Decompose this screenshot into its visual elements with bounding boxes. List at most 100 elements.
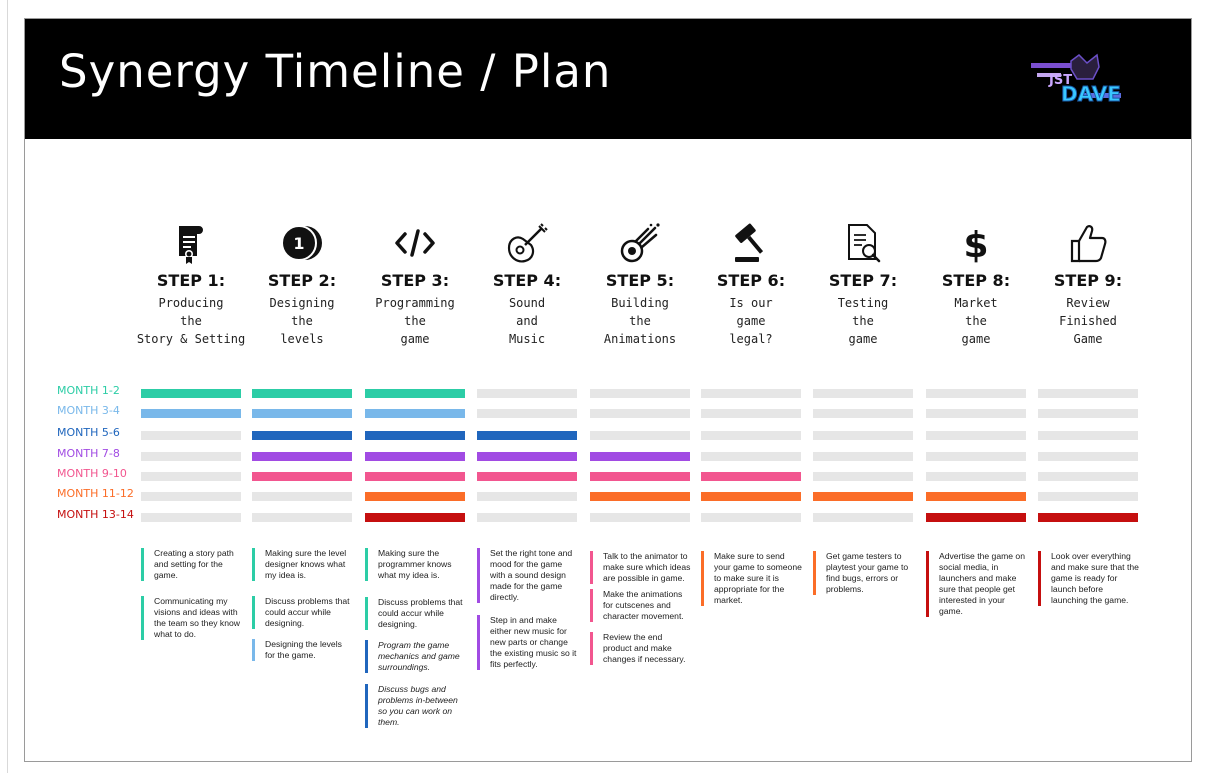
timeline-bar-active xyxy=(365,492,465,501)
step-note: Discuss problems that could accur while … xyxy=(365,597,467,630)
timeline-bar-empty xyxy=(701,513,801,522)
timeline-bar-empty xyxy=(1038,492,1138,501)
step-description: Programming the game xyxy=(375,296,455,346)
timeline-bar-active xyxy=(477,472,577,481)
step-note: Step in and make either new music for ne… xyxy=(477,615,579,670)
timeline-bar-empty xyxy=(1038,431,1138,440)
timeline-bar-empty xyxy=(701,452,801,461)
timeline-bar-empty xyxy=(926,452,1026,461)
step-note: Advertise the game on social media, in l… xyxy=(926,551,1028,617)
timeline-bar-empty xyxy=(701,409,801,418)
jst-dave-logo: JST DAVE xyxy=(1031,53,1121,105)
timeline-bar-empty xyxy=(141,431,241,440)
timeline-bar-active xyxy=(365,472,465,481)
timeline-bar-empty xyxy=(590,513,690,522)
timeline-bar-empty xyxy=(926,409,1026,418)
step-note: Talk to the animator to make sure which … xyxy=(590,551,692,584)
step-8: $STEP 8:Market the game xyxy=(920,219,1032,348)
timeline-bar-empty xyxy=(813,513,913,522)
step-label: STEP 4: xyxy=(492,271,562,290)
svg-text:1: 1 xyxy=(293,234,304,253)
timeline-bar-active xyxy=(1038,513,1138,522)
timeline-bar-active xyxy=(701,492,801,501)
timeline-bar-active xyxy=(590,472,690,481)
svg-text:$: $ xyxy=(963,225,988,265)
step-1: STEP 1:Producing the Story & Setting xyxy=(135,219,247,348)
step-note: Communicating my visions and ideas with … xyxy=(141,596,243,640)
month-label: MONTH 11-12 xyxy=(57,487,134,500)
timeline-bar-empty xyxy=(1038,389,1138,398)
step-label: STEP 5: xyxy=(605,271,675,290)
step-label: STEP 1: xyxy=(156,271,226,290)
timeline-bar-active xyxy=(590,452,690,461)
page-left-rule xyxy=(7,0,8,773)
timeline-bar-empty xyxy=(141,452,241,461)
timeline-bar-active xyxy=(365,431,465,440)
timeline-bar-empty xyxy=(813,431,913,440)
timeline-bar-active xyxy=(252,472,352,481)
timeline-bar-active xyxy=(365,389,465,398)
timeline-bar-empty xyxy=(590,389,690,398)
timeline-bar-empty xyxy=(141,492,241,501)
step-label: STEP 3: xyxy=(380,271,450,290)
timeline-bar-active xyxy=(701,472,801,481)
gavel-icon xyxy=(695,219,807,267)
step-note: Make sure to send your game to someone t… xyxy=(701,551,803,606)
step-7: STEP 7:Testing the game xyxy=(807,219,919,348)
timeline-bar-active xyxy=(365,452,465,461)
comet-icon xyxy=(584,219,696,267)
timeline-bar-empty xyxy=(701,431,801,440)
step-description: Designing the levels xyxy=(269,296,335,346)
step-4: STEP 4:Sound and Music xyxy=(471,219,583,348)
timeline-bar-empty xyxy=(141,472,241,481)
month-label: MONTH 1-2 xyxy=(57,384,120,397)
timeline-bar-active xyxy=(252,431,352,440)
step-note: Look over everything and make sure that … xyxy=(1038,551,1140,606)
timeline-slide: Synergy Timeline / Plan JST DAVE STEP 1:… xyxy=(24,18,1192,762)
timeline-bar-active xyxy=(926,513,1026,522)
step-note: Designing the levels for the game. xyxy=(252,639,354,661)
month-label: MONTH 9-10 xyxy=(57,467,127,480)
guitar-icon xyxy=(471,219,583,267)
timeline-bar-active xyxy=(252,409,352,418)
timeline-bar-empty xyxy=(813,472,913,481)
step-note: Discuss problems that could accur while … xyxy=(252,596,354,629)
timeline-bar-empty xyxy=(1038,409,1138,418)
step-note: Discuss bugs and problems in-between so … xyxy=(365,684,467,728)
svg-text:JST: JST xyxy=(1048,73,1072,88)
timeline-bar-active xyxy=(590,492,690,501)
step-description: Is our game legal? xyxy=(729,296,773,346)
step-label: STEP 6: xyxy=(716,271,786,290)
step-description: Review Finished Game xyxy=(1059,296,1117,346)
step-note: Review the end product and make changes … xyxy=(590,632,692,665)
timeline-bar-empty xyxy=(477,492,577,501)
step-description: Building the Animations xyxy=(603,296,677,346)
step-label: STEP 9: xyxy=(1053,271,1123,290)
timeline-bar-active xyxy=(365,513,465,522)
timeline-bar-empty xyxy=(141,513,241,522)
timeline-bar-active xyxy=(252,389,352,398)
step-label: STEP 2: xyxy=(267,271,337,290)
timeline-bar-empty xyxy=(701,389,801,398)
timeline-bar-empty xyxy=(252,492,352,501)
title-banner: Synergy Timeline / Plan JST DAVE xyxy=(25,19,1191,139)
dollar-icon: $ xyxy=(920,219,1032,267)
timeline-bar-empty xyxy=(1038,452,1138,461)
timeline-bar-active xyxy=(141,409,241,418)
code-brackets-icon xyxy=(359,219,471,267)
timeline-bar-active xyxy=(813,492,913,501)
step-note: Making sure the level designer knows wha… xyxy=(252,548,354,581)
timeline-bar-active xyxy=(926,492,1026,501)
step-3: STEP 3: Programming the game xyxy=(359,219,471,348)
timeline-bar-active xyxy=(252,452,352,461)
timeline-bar-empty xyxy=(1038,472,1138,481)
step-note: Get game testers to playtest your game t… xyxy=(813,551,915,595)
timeline-bar-active xyxy=(365,409,465,418)
month-label: MONTH 3-4 xyxy=(57,404,120,417)
timeline-bar-empty xyxy=(926,472,1026,481)
step-note: Make the animations for cutscenes and ch… xyxy=(590,589,692,622)
number-one-circle-icon: 1 xyxy=(246,219,358,267)
page-title: Synergy Timeline / Plan xyxy=(59,45,612,98)
step-note: Making sure the programmer knows what my… xyxy=(365,548,467,581)
